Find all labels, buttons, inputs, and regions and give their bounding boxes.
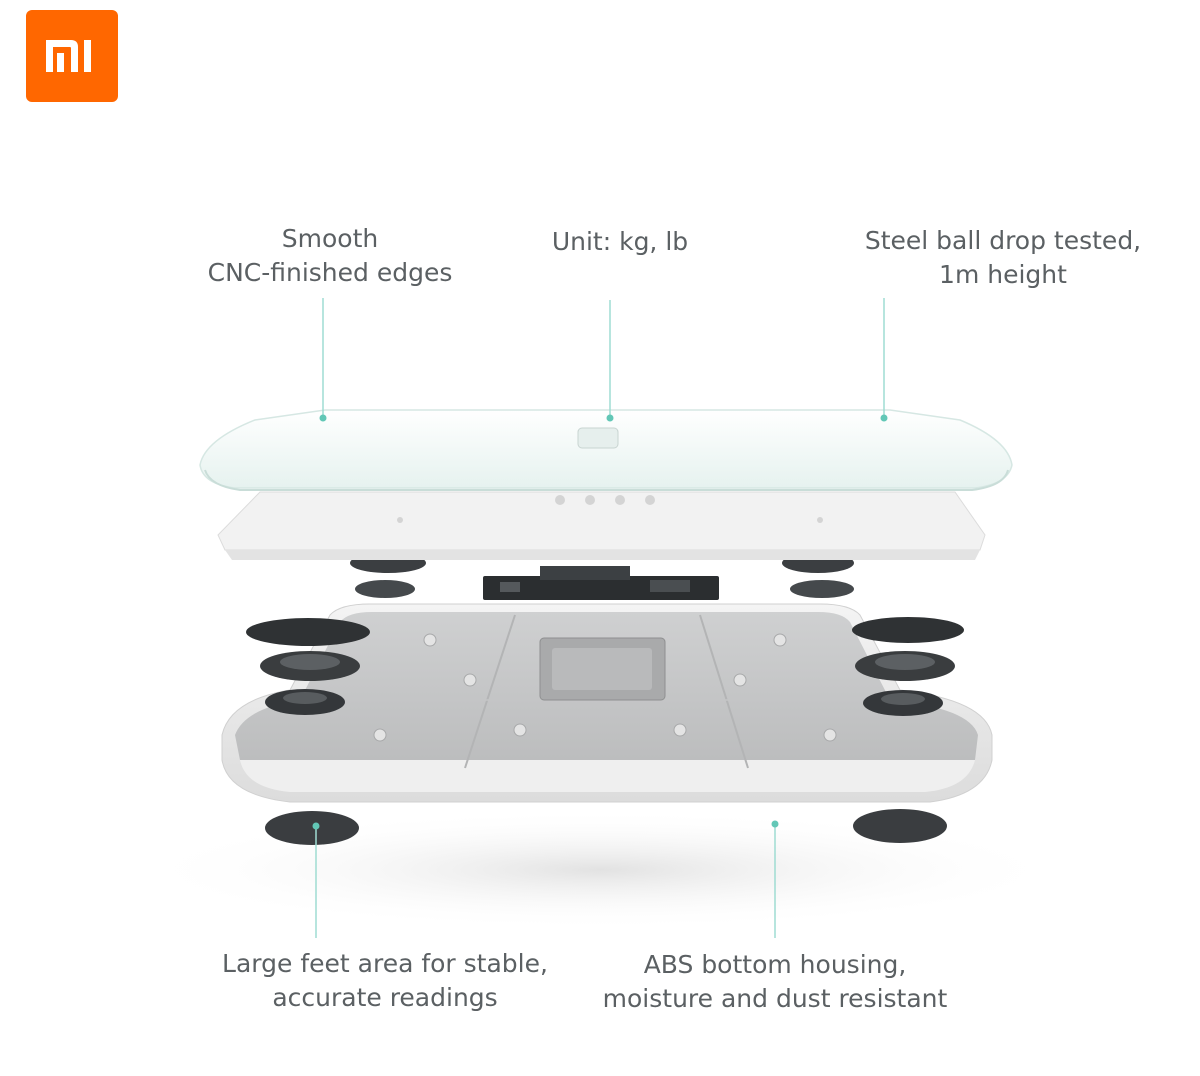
callout-large-feet-line1: Large feet area for stable, [222, 949, 548, 978]
callout-unit-line1: Unit: kg, lb [551, 227, 689, 256]
right-load-cell-assembly [852, 617, 964, 716]
middle-plate [217, 491, 986, 560]
callout-large-feet-line2: accurate readings [272, 983, 498, 1012]
callout-cnc-edges-line2: CNC-finished edges [207, 258, 453, 287]
callout-cnc-edges-line1: Smooth [281, 224, 379, 253]
callout-steel-ball-test: Steel ball drop tested, 1m height [828, 224, 1178, 292]
left-load-cell-assembly [246, 618, 370, 715]
bottom-housing [221, 603, 993, 803]
left-foot-pad [265, 811, 359, 845]
glass-top-panel [199, 409, 1013, 491]
callout-abs-housing-line2: moisture and dust resistant [602, 984, 948, 1013]
mi-logo [26, 10, 118, 102]
right-foot-pad [853, 809, 947, 843]
mi-logo-icon [46, 40, 91, 72]
callout-steel-ball-test-line1: Steel ball drop tested, [864, 226, 1142, 255]
leader-lines [315, 298, 885, 938]
callout-steel-ball-test-line2: 1m height [939, 260, 1067, 289]
callout-abs-housing-line1: ABS bottom housing, [643, 950, 907, 979]
leader-dots [312, 414, 888, 830]
callout-abs-housing: ABS bottom housing, moisture and dust re… [570, 948, 980, 1016]
callout-cnc-edges: Smooth CNC-finished edges [160, 222, 500, 290]
circuit-board [483, 566, 719, 600]
floor-shadow [130, 810, 1070, 930]
callout-large-feet: Large feet area for stable, accurate rea… [180, 947, 590, 1015]
callout-unit: Unit: kg, lb [450, 225, 790, 259]
